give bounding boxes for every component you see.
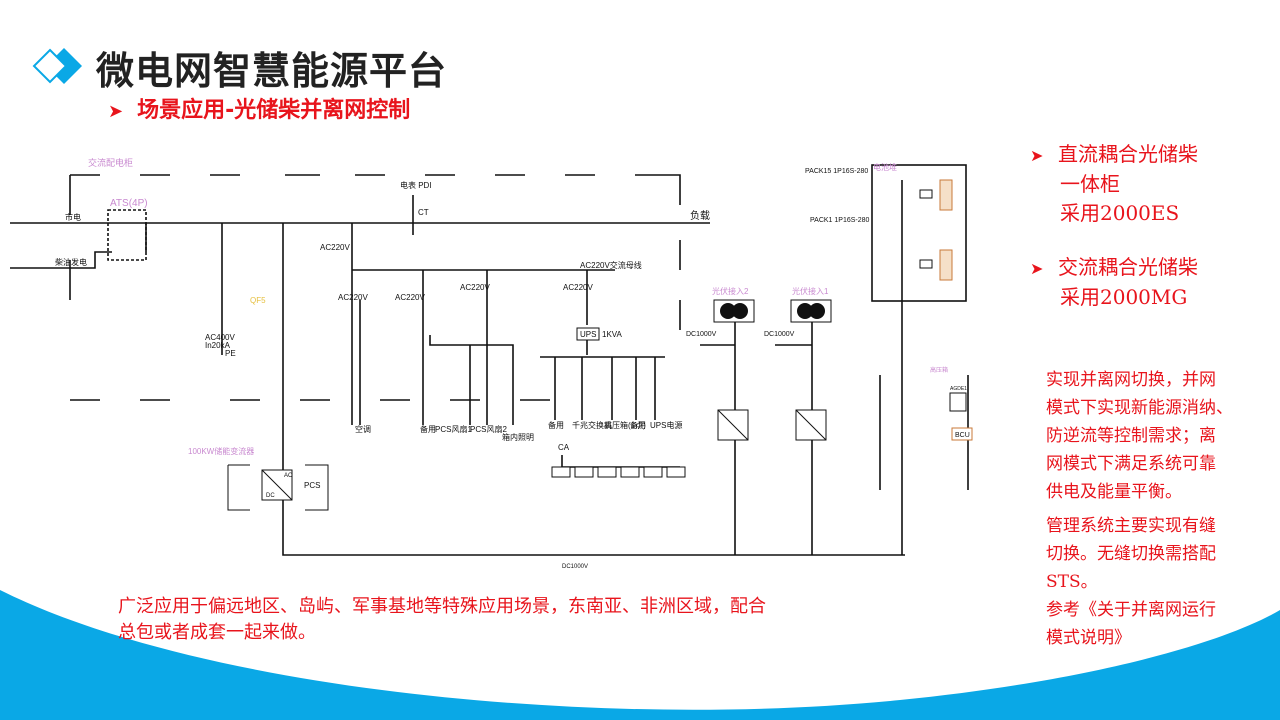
description-line: 实现并离网切换，并网 — [1046, 370, 1216, 390]
wiring — [10, 164, 969, 556]
load-pcs-fan: PCS风扇1 — [435, 424, 472, 434]
wave-shape — [0, 590, 1280, 720]
description-text: 实现并离网切换，并网 模式下实现新能源消纳、 防逆流等控制需求；离 网模式下满足… — [1046, 366, 1233, 506]
bullet-line: 采用2000ES — [1060, 201, 1180, 225]
ac-cabinet-border — [69, 240, 681, 401]
subtitle-text: 场景应用-光储柴并离网控制 — [137, 98, 411, 123]
management-line: 模式说明》 — [1046, 628, 1131, 648]
ct-label: CT — [418, 208, 429, 217]
bullet-line: 采用2000MG — [1060, 285, 1188, 309]
battery-rack-label: 电池堆 — [873, 162, 897, 172]
arrow-bullet-icon: ➤ — [108, 101, 124, 122]
load-pcs-fan: PCS风扇2 — [470, 424, 507, 434]
meter-pdi-label: 电表 PDI — [400, 180, 432, 190]
arrow-bullet-icon: ➤ — [1030, 259, 1044, 278]
bcu-label: BCU — [955, 432, 970, 439]
bullet-ac-coupled: ➤ 交流耦合光储柴 采用2000MG — [1030, 253, 1198, 312]
page-title: 微电网智慧能源平台 — [96, 49, 448, 93]
spd-left-spec: AC400V — [205, 333, 235, 342]
management-text: 管理系统主要实现有缝 切换。无缝切换需搭配 STS。 参考《关于并离网运行 模式… — [1046, 512, 1216, 652]
branch-spec: AC220V — [563, 283, 593, 292]
agde-label: AGDE1 — [950, 386, 967, 392]
load-label: 负载 — [690, 209, 710, 222]
qf5-label: QF5 — [250, 296, 266, 305]
ats-label: ATS(4P) — [110, 198, 148, 209]
arrow-bullet-icon: ➤ — [1030, 146, 1044, 165]
bullet-line: 交流耦合光储柴 — [1058, 255, 1198, 279]
pv-spd-spec: DC1000V — [764, 331, 795, 338]
ac-cabinet-border — [69, 174, 681, 215]
double-diamond-icon — [32, 48, 82, 84]
diesel-label: 柴油发电 — [55, 257, 87, 267]
ca-label: CA — [558, 443, 570, 452]
qfm1-spec: AC220V — [320, 243, 350, 252]
pv-spd-spec: DC1000V — [686, 331, 717, 338]
bullet-dc-coupled: ➤ 直流耦合光储柴 一体柜 采用2000ES — [1030, 140, 1198, 228]
branch-spec: AC220V — [338, 293, 368, 302]
pcs-ac: AC — [284, 473, 293, 479]
description-line: 模式下实现新能源消纳、 — [1046, 398, 1233, 418]
ac-cabinet-label: 交流配电柜 — [88, 157, 133, 168]
ups-load: 备用 — [630, 420, 646, 430]
pcs-dc: DC — [266, 493, 275, 499]
hv-box-label: 高压箱 — [930, 366, 948, 374]
bottom-note-line: 总包或者成套一起来做。 — [118, 622, 316, 643]
management-line: 参考《关于并离网运行 — [1046, 600, 1216, 620]
load-air-conditioner: 空调 — [355, 424, 371, 434]
pv-input-2: 光伏接入2 — [712, 286, 749, 296]
load-spare: 备用 — [420, 424, 436, 434]
description-line: 网模式下满足系统可靠 — [1046, 454, 1216, 474]
ups-rating: 1KVA — [602, 330, 623, 339]
ups-load: 高压箱(1点) — [604, 420, 646, 430]
pcs-label: PCS — [304, 481, 320, 490]
ups-label: UPS — [580, 330, 596, 339]
dc-bus-breaker: DC1000V — [562, 564, 588, 570]
pcs-title: 100KW储能变流器 — [188, 446, 254, 456]
branch-spec: AC220V — [460, 283, 490, 292]
management-line: STS。 — [1046, 572, 1098, 592]
management-line: 切换。无缝切换需搭配 — [1046, 544, 1216, 564]
ups-load: UPS电源 — [650, 420, 682, 430]
load-lighting: 箱内照明 — [502, 432, 534, 442]
pack-bottom: PACK1 1P16S-280 — [810, 217, 870, 224]
bullet-line: 直流耦合光储柴 — [1058, 142, 1198, 166]
diesel-line — [10, 251, 112, 269]
grid-label: 市电 — [65, 212, 81, 222]
pack-top: PACK15 1P16S-280 — [805, 168, 868, 175]
spd-left-spec: In20kA — [205, 341, 231, 350]
page-subtitle: ➤ 场景应用-光储柴并离网控制 — [108, 92, 410, 124]
bottom-note: 广泛应用于偏远地区、岛屿、军事基地等特殊应用场景，东南亚、非洲区域，配合 总包或… — [118, 594, 766, 646]
ups-load: 备用 — [548, 420, 564, 430]
branch-spec: AC220V — [395, 293, 425, 302]
description-line: 防逆流等控制需求；离 — [1046, 426, 1216, 446]
bottom-note-line: 广泛应用于偏远地区、岛屿、军事基地等特殊应用场景，东南亚、非洲区域，配合 — [118, 596, 766, 617]
bullet-line: 一体柜 — [1060, 172, 1120, 196]
ups-load: 千兆交换机 — [572, 420, 612, 430]
pe-label: PE — [225, 349, 236, 358]
single-line-diagram: 交流配电柜 ATS(4P) 市电 柴油发电 负载 电表 PDI CT QF5 A… — [10, 157, 973, 570]
ca-devices — [551, 466, 686, 478]
description-line: 供电及能量平衡。 — [1046, 482, 1182, 502]
pv-input-1: 光伏接入1 — [792, 286, 829, 296]
ac-bus-label: AC220V交流母线 — [580, 260, 642, 270]
diagram-labels: 交流配电柜 ATS(4P) 市电 柴油发电 负载 电表 PDI CT QF5 A… — [55, 157, 973, 570]
management-line: 管理系统主要实现有缝 — [1046, 516, 1216, 536]
